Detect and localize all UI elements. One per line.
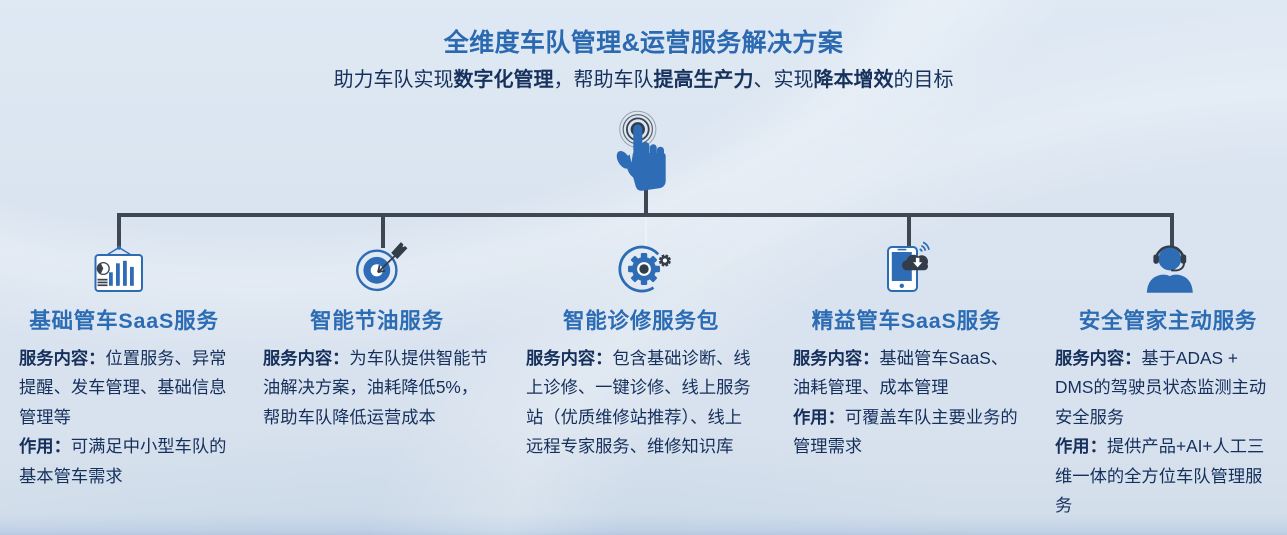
page-subtitle: 助力车队实现数字化管理，帮助车队提高生产力、实现降本增效的目标 (333, 68, 954, 91)
presentation-board-chart-icon (94, 245, 143, 292)
service-title-1: 基础管车SaaS服务 (29, 308, 219, 333)
service-column-4: 精益管车SaaS服务 服务内容：基础管车SaaS、油耗管理、成本管理作用：可覆盖… (793, 308, 1020, 462)
page-title: 全维度车队管理&运营服务解决方案 (443, 29, 844, 57)
service-body-5: 服务内容：基于ADAS + DMS的驾驶员状态监测主动安全服务作用：提供产品+A… (1055, 347, 1267, 516)
service-column-5: 安全管家主动服务 服务内容：基于ADAS + DMS的驾驶员状态监测主动安全服务… (1055, 308, 1281, 521)
support-agent-headset-icon (1146, 245, 1193, 293)
tap-hand-icon (616, 110, 666, 215)
connector-drop-1 (117, 212, 121, 247)
service-body-4: 服务内容：基础管车SaaS、油耗管理、成本管理作用：可覆盖车队主要业务的管理需求 (793, 347, 1018, 457)
connector-drop-2 (380, 212, 385, 248)
service-column-3: 智能诊修服务包 服务内容：包含基础诊断、线上诊修、一键诊修、线上服务站（优质维修… (526, 308, 756, 462)
connector-drop-5 (1170, 212, 1174, 247)
service-body-3: 服务内容：包含基础诊断、线上诊修、一键诊修、线上服务站（优质维修站推荐）、线上远… (526, 347, 751, 457)
connector-rail (117, 212, 1174, 217)
service-title-2: 智能节油服务 (310, 308, 444, 333)
service-title-5: 安全管家主动服务 (1078, 308, 1258, 333)
service-title-4: 精益管车SaaS服务 (811, 308, 1002, 333)
target-arrow-icon (355, 242, 408, 292)
service-body-2: 服务内容：为车队提供智能节油解决方案，油耗降低5%，帮助车队降低运营成本 (263, 347, 488, 427)
service-body-1: 服务内容：位置服务、异常提醒、发车管理、基础信息管理等作用：可满足中小型车队的基… (19, 347, 227, 486)
connector-drop-4 (907, 212, 911, 247)
service-title-3: 智能诊修服务包 (562, 308, 720, 333)
service-column-2: 智能节油服务 服务内容：为车队提供智能节油解决方案，油耗降低5%，帮助车队降低运… (263, 308, 491, 433)
service-column-1: 基础管车SaaS服务 服务内容：位置服务、异常提醒、发车管理、基础信息管理等作用… (19, 308, 229, 492)
phone-cloud-download-icon (887, 241, 930, 292)
gears-icon (618, 245, 671, 293)
connector-drop-3 (644, 216, 648, 252)
